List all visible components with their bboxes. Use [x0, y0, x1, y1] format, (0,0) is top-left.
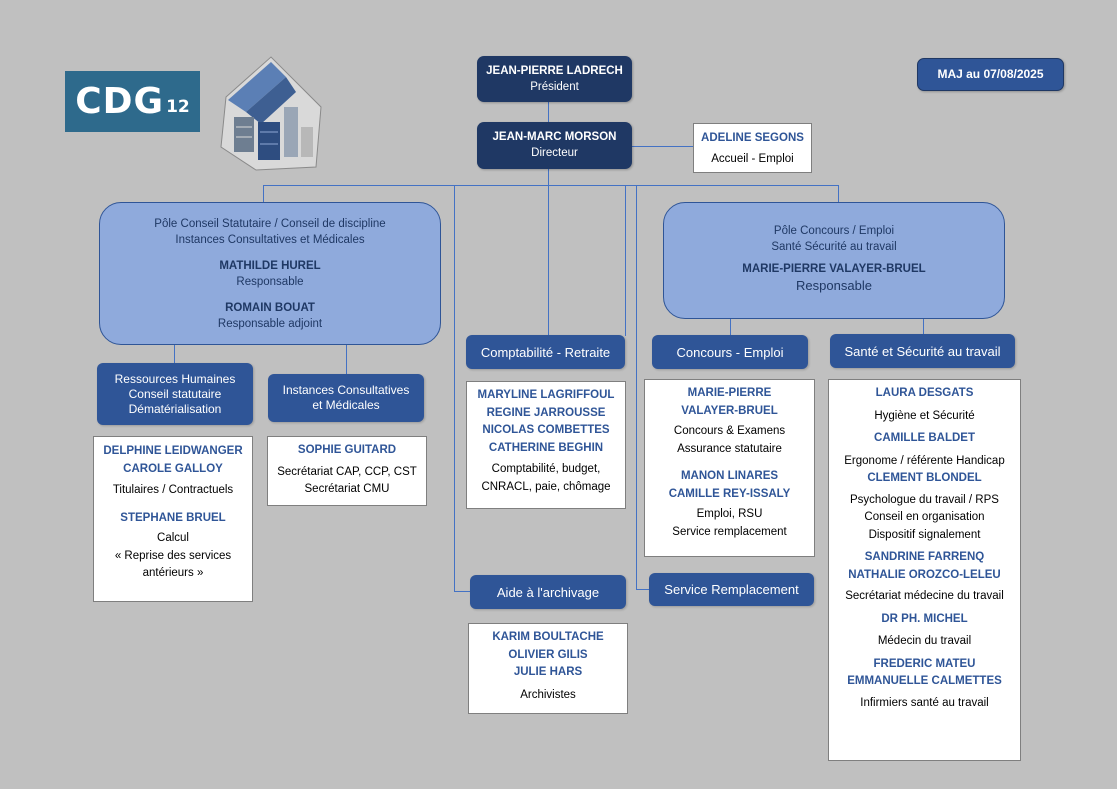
staff-name: NICOLAS COMBETTES	[482, 424, 610, 436]
staff-role: Calcul	[157, 532, 189, 544]
service-concours-label: Concours - Emploi	[676, 344, 784, 360]
staff-role: Psychologue du travail / RPS	[850, 493, 999, 506]
director-role: Directeur	[531, 147, 578, 159]
update-badge: MAJ au 07/08/2025	[917, 58, 1064, 91]
staff-name: MARYLINE LAGRIFFOUL	[477, 389, 615, 401]
staff-name: LAURA DESGATS	[875, 387, 974, 399]
service-sante-label: Santé et Sécurité au travail	[844, 343, 1001, 359]
staff-role: Ergonome / référente Handicap	[844, 454, 1005, 467]
pole-statutaire-deputy-name: ROMAIN BOUAT	[225, 302, 315, 314]
staff-role: Service remplacement	[672, 525, 787, 538]
president-role: Président	[530, 81, 579, 93]
staff-role: Infirmiers santé au travail	[860, 696, 989, 709]
staff-name: CAMILLE BALDET	[874, 432, 975, 444]
service-rh-line2: Conseil statutaire	[128, 386, 222, 401]
staff-role: Emploi, RSU	[696, 508, 763, 520]
staff-role: Conseil en organisation	[864, 511, 985, 523]
staff-name: MARIE-PIERRE	[687, 387, 772, 399]
pole-statutaire-line1: Pôle Conseil Statutaire / Conseil de dis…	[154, 218, 386, 230]
staff-concours: MARIE-PIERRE VALAYER-BRUEL Concours & Ex…	[644, 379, 815, 557]
pole-concours-head-role: Responsable	[796, 278, 872, 293]
service-instances: Instances Consultatives et Médicales	[268, 374, 424, 422]
staff-name: SANDRINE FARRENQ	[864, 551, 985, 563]
staff-role: Comptabilité, budget,	[491, 463, 601, 475]
director-name: JEAN-MARC MORSON	[492, 131, 617, 143]
staff-name: CLEMENT BLONDEL	[867, 472, 982, 484]
staff-name: JULIE HARS	[513, 666, 583, 678]
staff-name: FREDERIC MATEU	[873, 657, 976, 670]
service-concours: Concours - Emploi	[652, 335, 808, 369]
staff-role: « Reprise des services	[114, 549, 232, 562]
staff-name: VALAYER-BRUEL	[681, 404, 778, 417]
staff-name: SOPHIE GUITARD	[297, 444, 397, 456]
staff-role: Médecin du travail	[877, 635, 972, 647]
staff-role: Assurance statutaire	[677, 442, 782, 455]
service-archivage-label: Aide à l'archivage	[496, 584, 600, 600]
staff-role: Hygiène et Sécurité	[874, 409, 975, 422]
staff-compta: MARYLINE LAGRIFFOUL REGINE JARROUSSE NIC…	[466, 381, 626, 509]
director-box: JEAN-MARC MORSON Directeur	[477, 122, 632, 169]
staff-name: DELPHINE LEIDWANGER	[103, 445, 243, 457]
building-image	[216, 52, 328, 172]
staff-sante: LAURA DESGATS Hygiène et Sécurité CAMILL…	[828, 379, 1021, 761]
staff-name: CATHERINE BEGHIN	[488, 441, 604, 454]
reception-box: ADELINE SEGONS Accueil - Emploi	[693, 123, 812, 173]
service-rh-line1: Ressources Humaines	[114, 371, 236, 386]
staff-role: Concours & Examens	[673, 425, 786, 437]
service-archivage: Aide à l'archivage	[470, 575, 626, 609]
update-badge-text: MAJ au 07/08/2025	[937, 67, 1044, 81]
staff-name: KARIM BOULTACHE	[492, 631, 604, 643]
service-compta: Comptabilité - Retraite	[466, 335, 625, 369]
staff-name: OLIVIER GILIS	[508, 648, 588, 661]
staff-name: CAMILLE REY-ISSALY	[668, 487, 791, 500]
staff-name: NATHALIE OROZCO-LELEU	[848, 568, 1001, 581]
reception-role: Accueil - Emploi	[711, 153, 794, 165]
staff-name: REGINE JARROUSSE	[486, 406, 606, 419]
staff-role: Titulaires / Contractuels	[112, 484, 234, 496]
service-instances-line1: Instances Consultatives	[282, 383, 410, 397]
staff-role: Secrétariat médecine du travail	[845, 590, 1004, 602]
cdg-logo: CDG 12	[65, 71, 200, 132]
service-rh: Ressources Humaines Conseil statutaire D…	[97, 363, 253, 425]
staff-name: STEPHANE BRUEL	[120, 511, 226, 524]
logo-number: 12	[166, 96, 190, 117]
staff-role: Archivistes	[520, 688, 576, 701]
president-name: JEAN-PIERRE LADRECH	[486, 65, 623, 77]
pole-concours-head-name: MARIE-PIERRE VALAYER-BRUEL	[742, 263, 926, 275]
service-remplacement-label: Service Remplacement	[664, 582, 799, 597]
pole-statutaire-head-role: Responsable	[236, 276, 304, 288]
staff-role: antérieurs »	[142, 567, 204, 579]
reception-name: ADELINE SEGONS	[701, 132, 804, 144]
pole-concours: Pôle Concours / Emploi Santé Sécurité au…	[663, 202, 1005, 319]
staff-role: CNRACL, paie, chômage	[481, 480, 611, 493]
pole-statutaire-deputy-role: Responsable adjoint	[217, 318, 323, 330]
staff-name: DR PH. MICHEL	[881, 612, 968, 625]
staff-name: EMMANUELLE CALMETTES	[847, 675, 1002, 687]
service-compta-label: Comptabilité - Retraite	[480, 344, 611, 360]
staff-archivage: KARIM BOULTACHE OLIVIER GILIS JULIE HARS…	[468, 623, 628, 714]
logo-text: CDG	[75, 81, 165, 122]
staff-role: Secrétariat CMU	[304, 483, 390, 495]
pole-statutaire-line2: Instances Consultatives et Médicales	[175, 234, 365, 246]
staff-role: Dispositif signalement	[868, 528, 981, 541]
staff-name: CAROLE GALLOY	[123, 462, 223, 475]
service-sante: Santé et Sécurité au travail	[830, 334, 1015, 368]
service-rh-line3: Dématérialisation	[128, 401, 222, 416]
pole-concours-line1: Pôle Concours / Emploi	[773, 225, 895, 237]
pole-statutaire-head-name: MATHILDE HUREL	[219, 260, 321, 272]
service-remplacement: Service Remplacement	[649, 573, 814, 606]
president-box: JEAN-PIERRE LADRECH Président	[477, 56, 632, 102]
pole-concours-line2: Santé Sécurité au travail	[771, 241, 897, 253]
pole-statutaire: Pôle Conseil Statutaire / Conseil de dis…	[99, 202, 441, 345]
staff-instances: SOPHIE GUITARD Secrétariat CAP, CCP, CST…	[267, 436, 427, 506]
staff-role: Secrétariat CAP, CCP, CST	[277, 465, 417, 478]
service-instances-line2: et Médicales	[312, 398, 380, 412]
staff-name: MANON LINARES	[680, 470, 779, 482]
staff-rh: DELPHINE LEIDWANGER CAROLE GALLOY Titula…	[93, 436, 253, 602]
